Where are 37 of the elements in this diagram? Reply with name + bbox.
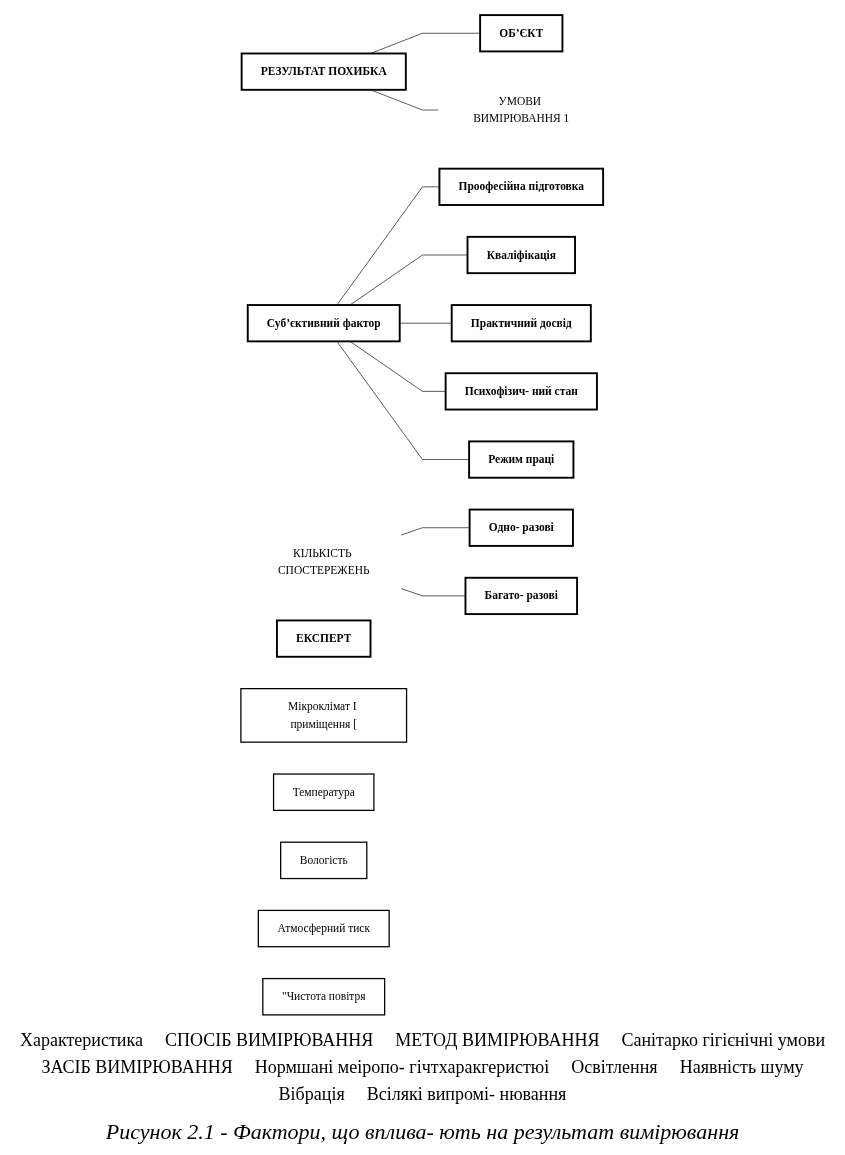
- node-box: Практичний досвід: [450, 304, 592, 343]
- connector: [336, 341, 470, 460]
- node-box: Кваліфікація: [466, 235, 576, 275]
- node-box: Режим праці: [468, 440, 575, 479]
- node-box: Проофесійна підготовка: [438, 167, 605, 206]
- connector: [400, 588, 466, 597]
- text-label: Всілякі випромі- нювання: [366, 1084, 567, 1105]
- node-box: "Чистота повітря: [262, 977, 386, 1016]
- node-box: Атмосферний тиск: [257, 909, 390, 948]
- text-label: Вібрація: [278, 1084, 345, 1105]
- node-box: Вологість: [280, 841, 368, 880]
- node-text: УМОВИ ВИМІРЮВАННЯ 1: [473, 94, 570, 125]
- node-box: Багато- разові: [464, 576, 579, 616]
- connector: [370, 32, 481, 54]
- text-label: Наявність шуму: [679, 1057, 804, 1078]
- connector: [370, 89, 439, 111]
- text-label: Характеристика: [19, 1030, 143, 1051]
- connector: [336, 186, 440, 306]
- text-label: МЕТОД ВИМІРЮВАННЯ: [395, 1030, 600, 1051]
- node-box: РЕЗУЛЬТАТ ПОХИБКА: [240, 52, 407, 91]
- node-box: Мікроклімат I приміщення [: [240, 688, 408, 743]
- figure-caption: Рисунок 2.1 - Фактори, що вплива- ють на результат вимірювання: [104, 1119, 741, 1145]
- node-box: ЕКСПЕРТ: [276, 619, 372, 658]
- node-box: Температура: [272, 773, 375, 811]
- text-label: Санітарко гігієнічні умови: [621, 1030, 826, 1051]
- node-box: Суб’єктивний фактор: [246, 304, 401, 343]
- node-box: Одно- разові: [468, 508, 574, 547]
- text-label: СПОСІБ ВИМІРЮВАННЯ: [164, 1030, 374, 1051]
- text-label: ЗАСІБ ВИМІРЮВАННЯ: [41, 1057, 233, 1078]
- connector: [400, 527, 470, 536]
- connector: [349, 254, 468, 306]
- node-box: Психофізич- ний стан: [444, 372, 598, 411]
- node-text: КІЛЬКІСТЬ СПОСТЕРЕЖЕНЬ: [277, 546, 370, 577]
- node-box: ОБ’ЄКТ: [479, 14, 564, 53]
- text-label: Нормшані меіропо- гічтхаракгеристюі: [254, 1057, 550, 1078]
- text-label: Освітлення: [571, 1057, 658, 1078]
- connector: [349, 341, 446, 392]
